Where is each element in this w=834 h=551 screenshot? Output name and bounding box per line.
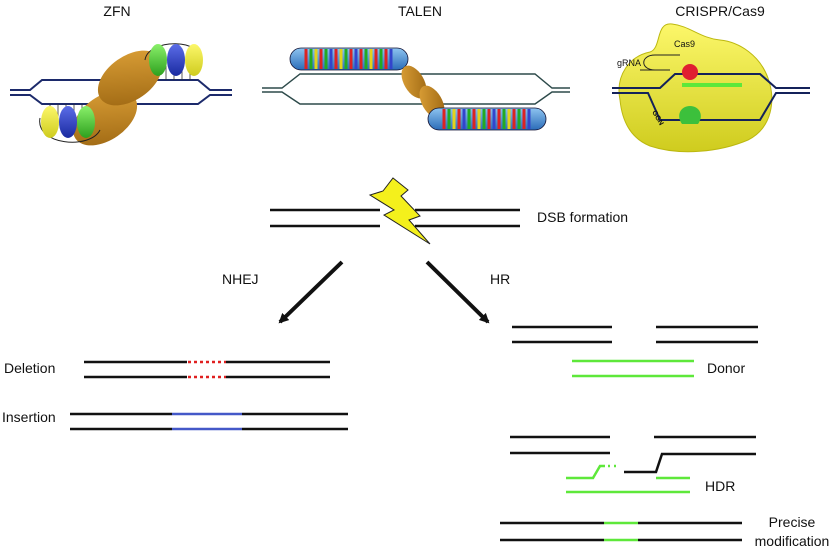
deletion-label: Deletion	[4, 360, 55, 376]
ruvc-domain	[682, 64, 698, 80]
talen-panel: TALEN	[262, 3, 570, 131]
talen-title: TALEN	[398, 3, 442, 19]
crispr-title: CRISPR/Cas9	[675, 3, 765, 19]
cut-dna	[512, 325, 758, 344]
zfn-title: ZFN	[103, 3, 130, 19]
grna-scaffold-loop	[643, 54, 656, 71]
crispr-dna	[612, 73, 810, 121]
dsb-dna-left	[270, 208, 380, 228]
insertion-segment	[172, 412, 242, 431]
zfn-finger-green-lower	[77, 106, 95, 138]
lightning-bolt-icon	[368, 177, 431, 245]
dsb-label: DSB formation	[537, 209, 628, 225]
crispr-panel: CRISPR/Cas9 Cas9 gRNA GGN	[612, 3, 810, 153]
precise-edit-segment	[604, 521, 638, 542]
hdr-outcome: HDR	[510, 435, 756, 494]
donor-outcome: Donor	[512, 325, 758, 378]
zfn-panel: ZFN	[10, 3, 232, 146]
zfn-finger-blue-upper	[167, 44, 185, 76]
cas9-label: Cas9	[674, 39, 695, 49]
zfn-linker-lower	[39, 117, 101, 143]
donor-template	[572, 359, 694, 378]
zfn-finger-blue-lower	[59, 106, 77, 138]
zfn-finger-yellow-lower	[41, 106, 59, 138]
nhej-label: NHEJ	[222, 271, 259, 287]
hr-label: HR	[490, 271, 510, 287]
donor-label: Donor	[707, 360, 745, 376]
talen-tale-array-lower	[427, 107, 547, 131]
deletion-outcome: Deletion	[4, 360, 330, 379]
dsb-section: DSB formation	[270, 177, 628, 245]
pathway-arrows: NHEJ HR	[222, 260, 510, 324]
hdr-synthesis	[566, 464, 690, 494]
precise-outcome: Precise modification	[500, 514, 829, 549]
precise-label-line1: Precise	[769, 514, 816, 530]
hdr-label: HDR	[705, 478, 735, 494]
zfn-finger-green-upper	[149, 44, 167, 76]
precise-label-line2: modification	[755, 533, 830, 549]
hr-arrow	[425, 260, 490, 324]
grna-label: gRNA	[617, 58, 641, 68]
hnh-domain	[679, 106, 701, 124]
zfn-foki-domain-upper	[97, 50, 163, 106]
dsb-dna-right	[415, 208, 520, 228]
zfn-finger-yellow-upper	[185, 44, 203, 76]
deletion-gap	[188, 360, 226, 379]
insertion-outcome: Insertion	[2, 409, 348, 431]
insertion-label: Insertion	[2, 409, 56, 425]
nhej-arrow	[278, 260, 344, 324]
talen-tale-array-upper	[289, 47, 409, 71]
